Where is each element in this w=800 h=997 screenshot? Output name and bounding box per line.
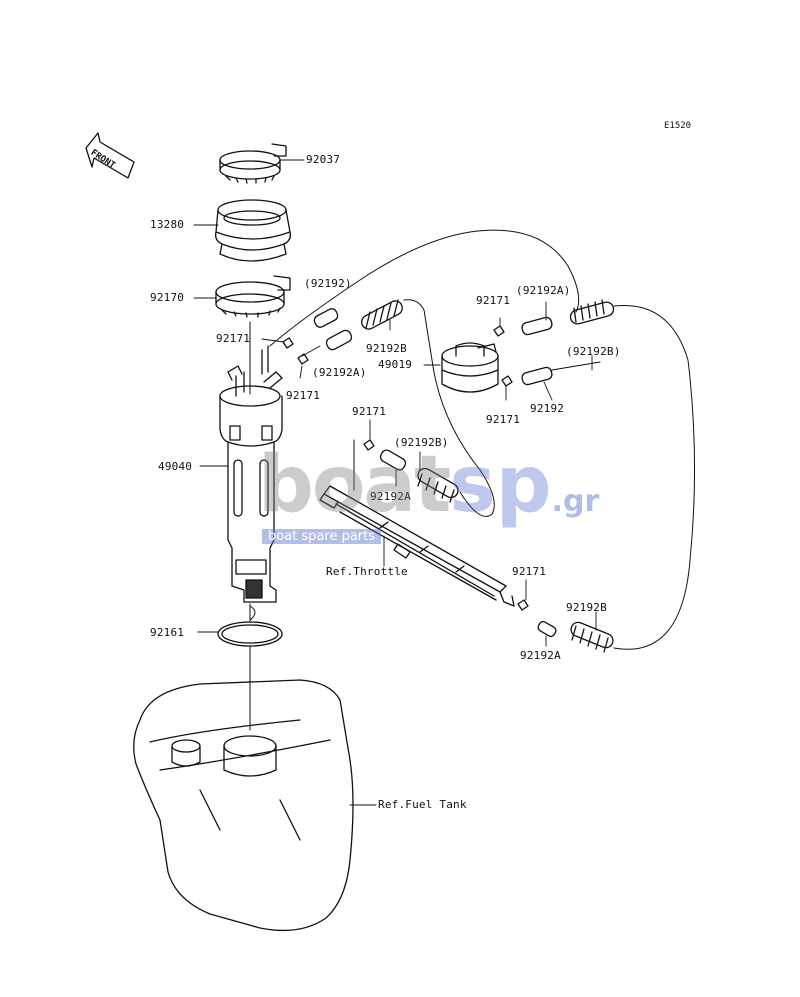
diagram-code: E1520 bbox=[664, 121, 692, 131]
hose-set-middle bbox=[363, 439, 459, 503]
fuel-tank bbox=[133, 679, 354, 932]
label-92192B-b: 92192B bbox=[566, 601, 607, 614]
label-49040: 49040 bbox=[158, 460, 193, 473]
label-92192B-a: 92192B bbox=[366, 342, 407, 355]
label-92192B-paren-b: (92192B) bbox=[394, 436, 449, 449]
label-ref-fuel-tank: Ref.Fuel Tank bbox=[378, 798, 467, 811]
clamp-92037 bbox=[219, 143, 287, 184]
throttle-rail bbox=[319, 485, 515, 607]
hose-set-bottom bbox=[517, 599, 614, 653]
label-92192A-paren-a: (92192A) bbox=[312, 366, 367, 379]
label-92170: 92170 bbox=[150, 291, 185, 304]
label-92171-e: 92171 bbox=[352, 405, 387, 418]
label-49019: 49019 bbox=[378, 358, 413, 371]
label-13280: 13280 bbox=[150, 218, 185, 231]
label-ref-throttle: Ref.Throttle bbox=[326, 565, 408, 578]
label-92171-a: 92171 bbox=[216, 332, 251, 345]
hose-set-left bbox=[282, 299, 403, 365]
label-92161: 92161 bbox=[150, 626, 185, 639]
hose-routing-lines bbox=[249, 229, 696, 731]
front-arrow-icon bbox=[85, 132, 135, 179]
label-92192A-b: 92192A bbox=[520, 649, 561, 662]
label-92192A-paren-b: (92192A) bbox=[516, 284, 571, 297]
label-92171-f: 92171 bbox=[512, 565, 547, 578]
boot-13280 bbox=[214, 199, 292, 262]
label-92192B-paren-a: (92192B) bbox=[566, 345, 621, 358]
label-92171-d: 92171 bbox=[486, 413, 521, 426]
label-92192: 92192 bbox=[530, 402, 565, 415]
clamp-92170 bbox=[215, 275, 291, 318]
filter-49019 bbox=[441, 342, 499, 393]
label-92192A-a: 92192A bbox=[370, 490, 411, 503]
fuel-pump-49040 bbox=[219, 345, 283, 603]
label-92037: 92037 bbox=[306, 153, 341, 166]
label-92171-c: 92171 bbox=[476, 294, 511, 307]
label-92192-paren: (92192) bbox=[304, 277, 352, 290]
leader-lines bbox=[193, 159, 597, 806]
label-92171-b: 92171 bbox=[286, 389, 321, 402]
hose-set-right bbox=[493, 299, 615, 387]
oring-92161 bbox=[217, 621, 283, 647]
